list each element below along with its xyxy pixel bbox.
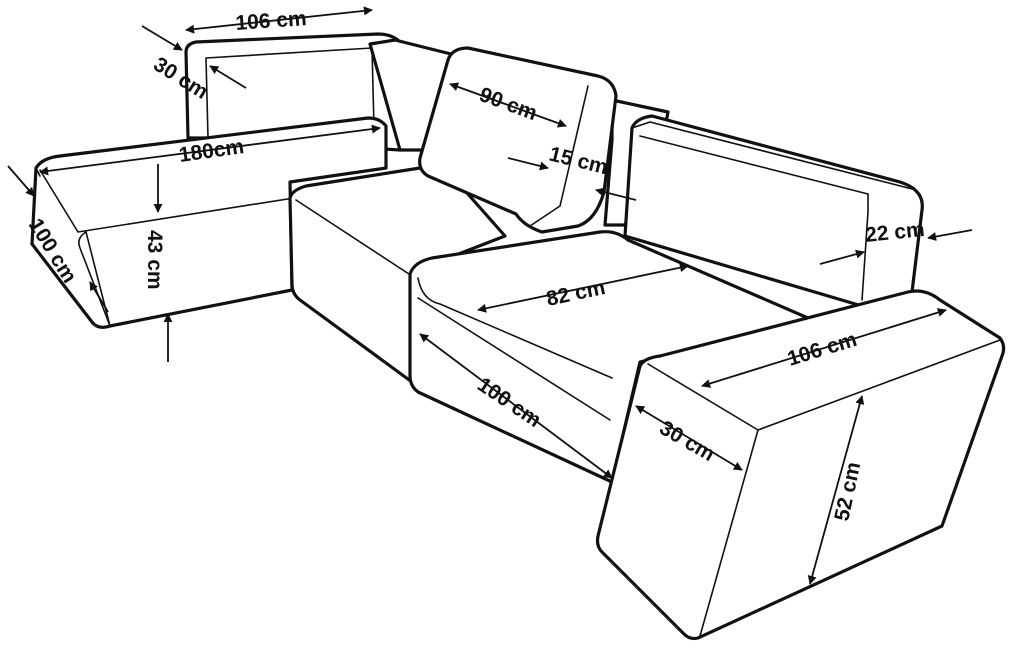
right-backrest [623,114,924,308]
dimension-arrows [7,6,973,585]
label-back-width: 106 cm [235,7,308,35]
label-seat-height: 43 cm [143,230,166,290]
